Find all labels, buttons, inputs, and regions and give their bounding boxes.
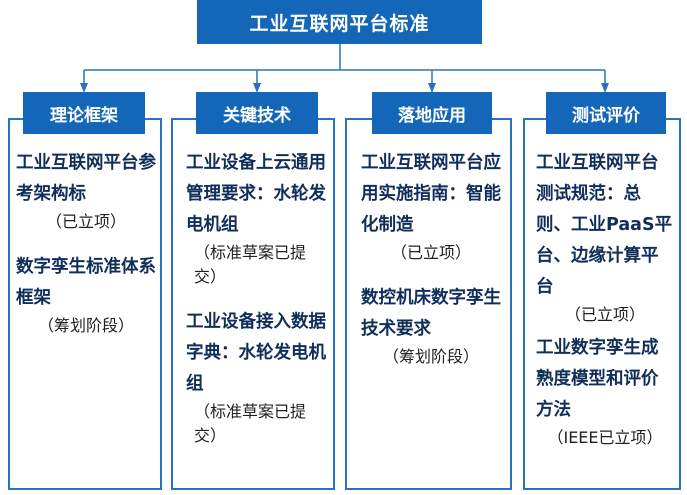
standard-item: 工业设备接入数据字典：水轮发电机组 （标准草案已提交） bbox=[186, 307, 326, 448]
column-header-theory: 理论框架 bbox=[23, 92, 145, 134]
standard-item: 工业互联网平台参考架构标 （已立项） bbox=[16, 148, 156, 234]
standard-status: （筹划阶段） bbox=[382, 347, 479, 366]
standard-status: （IEEE已立项） bbox=[547, 428, 663, 447]
column-header-application: 落地应用 bbox=[372, 92, 492, 134]
standard-title: 数字孪生标准体系框架 bbox=[16, 257, 156, 308]
column-header-label: 落地应用 bbox=[398, 105, 466, 126]
column-content-key-tech: 工业设备上云通用管理要求：水轮发电机组 （标准草案已提交） 工业设备接入数据字典… bbox=[186, 148, 326, 466]
standard-item: 工业数字孪生成熟度模型和评价方法 （IEEE已立项） bbox=[536, 333, 674, 450]
standard-item: 数字孪生标准体系框架 （筹划阶段） bbox=[16, 252, 156, 338]
standard-status: （筹划阶段） bbox=[37, 316, 134, 335]
column-header-label: 测试评价 bbox=[572, 105, 640, 126]
column-frame-theory bbox=[8, 118, 162, 490]
standard-title: 工业互联网平台参考架构标 bbox=[16, 153, 156, 204]
standard-item: 工业互联网平台应用实施指南：智能化制造 （已立项） bbox=[361, 148, 501, 265]
standard-status: （已立项） bbox=[45, 212, 126, 231]
root-title-box: 工业互联网平台标准 bbox=[197, 0, 482, 44]
standard-status: （标准草案已提交） bbox=[194, 243, 307, 286]
standard-title: 工业设备接入数据字典：水轮发电机组 bbox=[186, 312, 326, 394]
standard-status: （已立项） bbox=[564, 305, 645, 324]
column-header-key-tech: 关键技术 bbox=[196, 92, 318, 134]
column-frame-testing bbox=[523, 118, 681, 490]
column-header-testing: 测试评价 bbox=[546, 92, 666, 134]
standard-status: （标准草案已提交） bbox=[194, 402, 307, 445]
standard-title: 工业互联网平台测试规范：总则、工业PaaS平台、边缘计算平台 bbox=[536, 153, 673, 297]
column-frame-application bbox=[345, 118, 512, 490]
standard-title: 工业数字孪生成熟度模型和评价方法 bbox=[536, 338, 659, 420]
standard-item: 工业互联网平台测试规范：总则、工业PaaS平台、边缘计算平台 （已立项） bbox=[536, 148, 674, 327]
column-content-testing: 工业互联网平台测试规范：总则、工业PaaS平台、边缘计算平台 （已立项） 工业数… bbox=[536, 148, 674, 468]
standard-title: 数控机床数字孪生技术要求 bbox=[361, 288, 501, 339]
standard-status: （已立项） bbox=[390, 243, 471, 262]
column-content-theory: 工业互联网平台参考架构标 （已立项） 数字孪生标准体系框架 （筹划阶段） bbox=[16, 148, 156, 356]
standard-item: 数控机床数字孪生技术要求 （筹划阶段） bbox=[361, 283, 501, 369]
column-content-application: 工业互联网平台应用实施指南：智能化制造 （已立项） 数控机床数字孪生技术要求 （… bbox=[361, 148, 501, 387]
standard-item: 工业设备上云通用管理要求：水轮发电机组 （标准草案已提交） bbox=[186, 148, 326, 289]
column-header-label: 关键技术 bbox=[223, 105, 291, 126]
standard-title: 工业互联网平台应用实施指南：智能化制造 bbox=[361, 153, 501, 235]
standard-title: 工业设备上云通用管理要求：水轮发电机组 bbox=[186, 153, 326, 235]
root-title: 工业互联网平台标准 bbox=[249, 12, 430, 35]
column-header-label: 理论框架 bbox=[50, 105, 118, 126]
